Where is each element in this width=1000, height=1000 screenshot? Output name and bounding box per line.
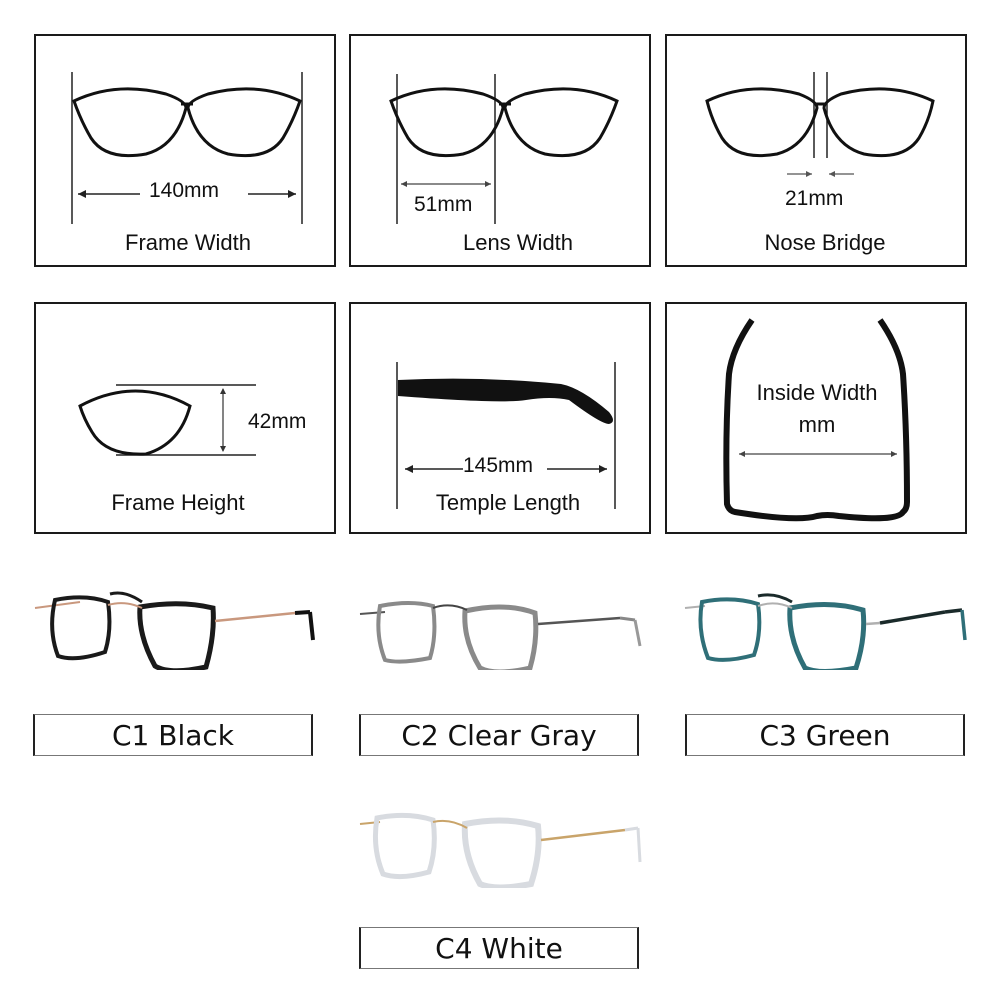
glasses-front-icon [705, 72, 935, 177]
inside-width-value: mm [798, 412, 836, 437]
frame-height-value: 42mm [248, 410, 307, 433]
spec-lens-width: 51mm Lens Width [349, 34, 651, 267]
frame-height-caption: Frame Height [111, 490, 245, 515]
color-label-c3-green: C3 Green [685, 714, 965, 756]
glasses-c4-white-image [359, 812, 642, 888]
spec-frame-width: 140mm Frame Width [34, 34, 336, 267]
lens-width-caption: Lens Width [462, 230, 574, 255]
inside-width-caption: Inside Width [756, 380, 878, 405]
glasses-c1-black-image [34, 591, 315, 670]
nose-bridge-value: 21mm [785, 187, 844, 210]
spec-frame-height: 42mm Frame Height [34, 302, 336, 534]
temple-length-value: 145mm [463, 454, 534, 477]
glasses-c2-clear-gray-image [359, 601, 642, 670]
glasses-front-icon [71, 72, 303, 224]
color-label-c2-clear-gray: C2 Clear Gray [359, 714, 639, 756]
temple-arm-icon [396, 362, 616, 509]
spec-temple-length: 145mm Temple Length [349, 302, 651, 534]
temple-length-caption: Temple Length [435, 490, 581, 515]
lens-side-icon [78, 384, 256, 456]
lens-width-value: 51mm [414, 193, 473, 216]
frame-width-value: 140mm [149, 179, 220, 202]
glasses-front-icon [389, 74, 619, 224]
spec-nose-bridge: 21mm Nose Bridge [665, 34, 967, 267]
glasses-c3-green-image [684, 593, 967, 670]
nose-bridge-caption: Nose Bridge [764, 230, 886, 255]
spec-inside-width: Inside Width mm [665, 302, 967, 534]
color-label-c1-black: C1 Black [33, 714, 313, 756]
frame-width-caption: Frame Width [125, 230, 251, 255]
color-label-c4-white: C4 White [359, 927, 639, 969]
glasses-top-view-icon [723, 318, 910, 522]
